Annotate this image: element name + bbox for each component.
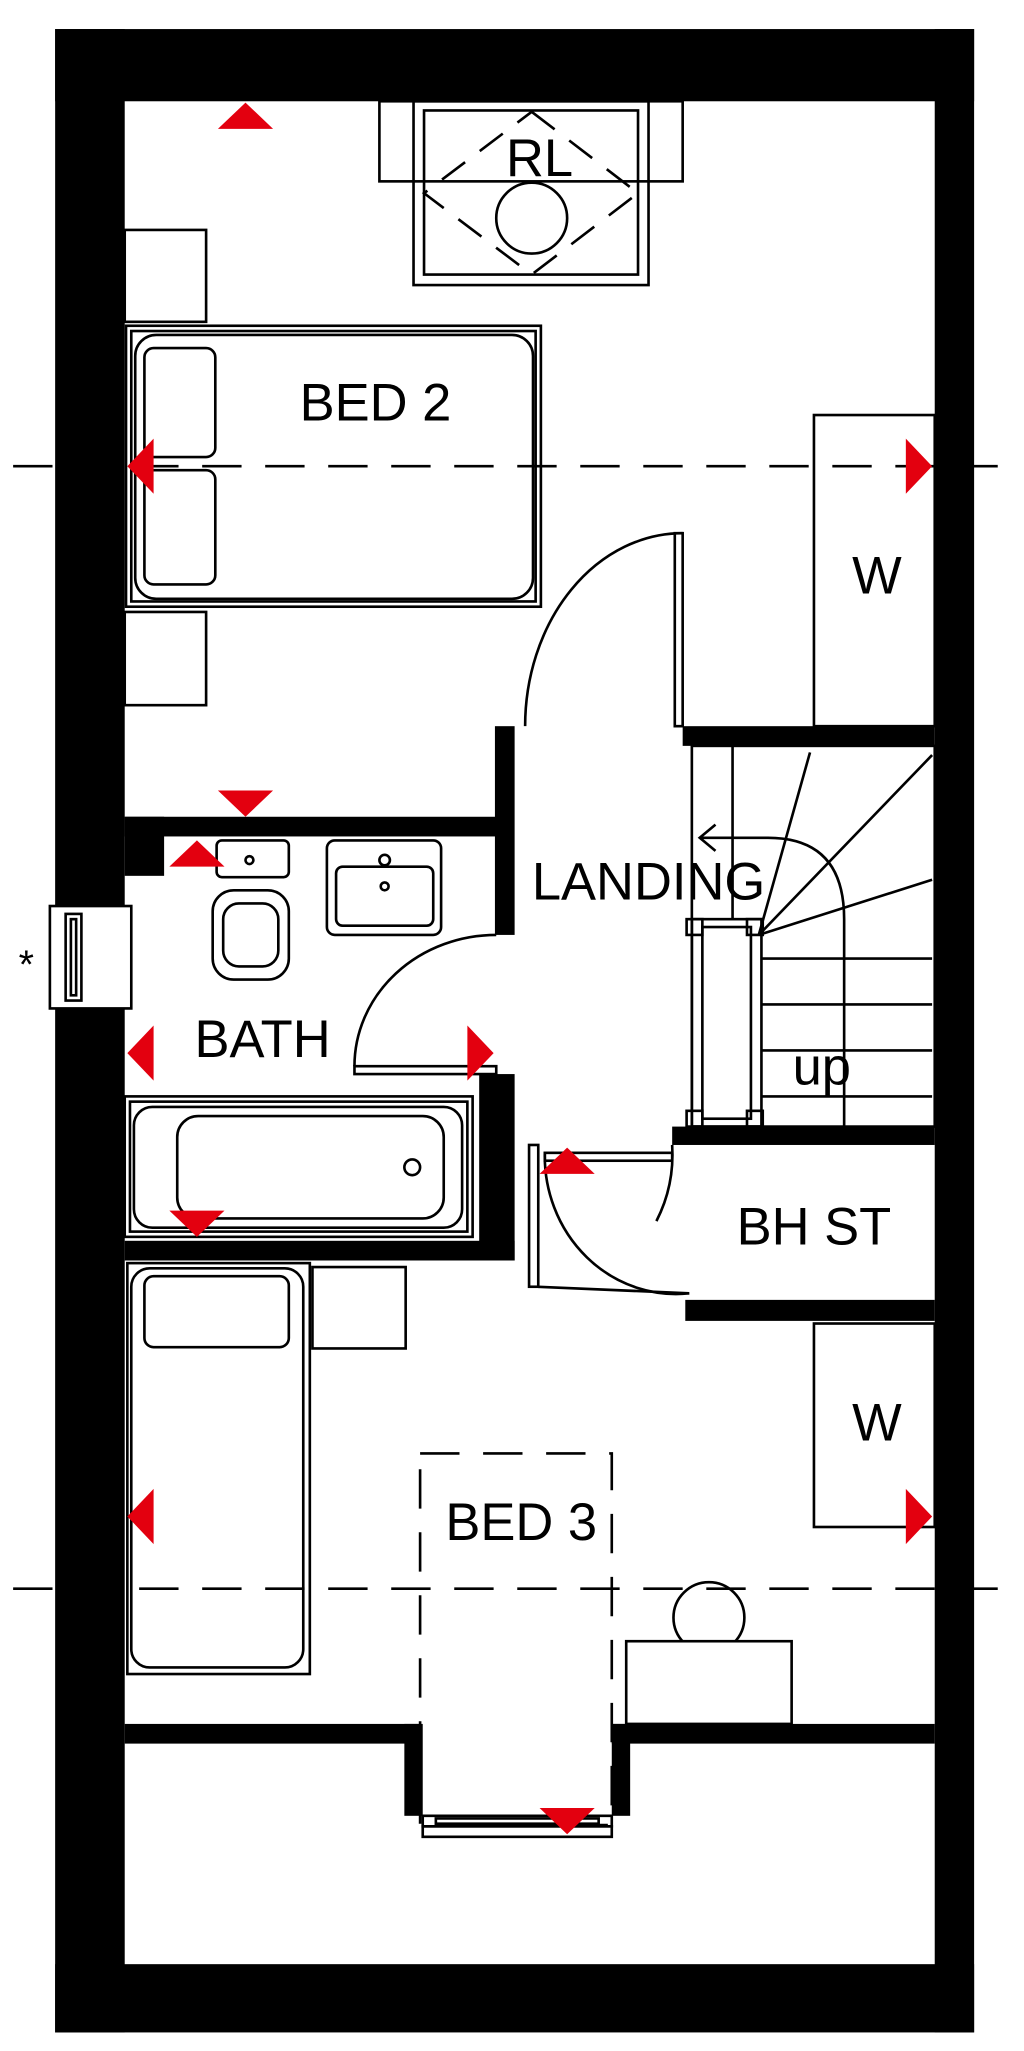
bed2-door xyxy=(523,531,684,728)
direction-marker-up xyxy=(217,102,274,129)
direction-marker-left xyxy=(127,1025,154,1081)
wardrobe-bottom-label: W xyxy=(852,1393,902,1452)
direction-marker-up xyxy=(169,840,225,867)
room-label-bh-st: BH ST xyxy=(737,1198,892,1257)
desk-with-chair xyxy=(624,1580,793,1726)
single-bed xyxy=(126,1261,312,1676)
roof-light xyxy=(378,99,684,287)
wash-basin xyxy=(325,839,443,937)
stairs-label: up xyxy=(793,1038,851,1097)
direction-marker-up xyxy=(539,1147,595,1174)
toilet xyxy=(211,839,291,981)
staircase xyxy=(685,744,937,1128)
wardrobe-top-label: W xyxy=(852,547,902,606)
window-note: * xyxy=(19,943,34,987)
outer-walls xyxy=(55,29,975,2033)
internal-walls xyxy=(124,726,935,1816)
bedside-table xyxy=(123,610,208,707)
direction-marker-right xyxy=(905,438,933,494)
direction-marker-left xyxy=(127,1488,154,1545)
dormer-outline xyxy=(418,1452,614,1827)
direction-markers xyxy=(127,102,933,1835)
bedside-table xyxy=(311,1265,407,1350)
wardrobe-top xyxy=(812,413,937,728)
room-label-landing: LANDING xyxy=(532,852,765,911)
side-window xyxy=(48,904,133,1010)
bath-door xyxy=(353,933,498,1076)
direction-marker-right xyxy=(905,1488,933,1545)
bedside-table xyxy=(123,228,208,324)
bed3-door xyxy=(527,1143,690,1296)
bh-st-door xyxy=(543,1144,674,1222)
wardrobe-bottom xyxy=(812,1322,937,1529)
direction-marker-down xyxy=(169,1210,225,1237)
room-label-bed2: BED 2 xyxy=(300,373,452,432)
room-label-bath: BATH xyxy=(195,1010,331,1069)
room-label-bed3: BED 3 xyxy=(445,1493,597,1552)
direction-marker-right xyxy=(467,1025,494,1081)
bathtub xyxy=(123,1095,474,1239)
direction-marker-left xyxy=(127,438,154,494)
direction-marker-down xyxy=(539,1807,595,1835)
direction-marker-down xyxy=(217,790,274,817)
roof-light-label: RL xyxy=(506,129,573,188)
